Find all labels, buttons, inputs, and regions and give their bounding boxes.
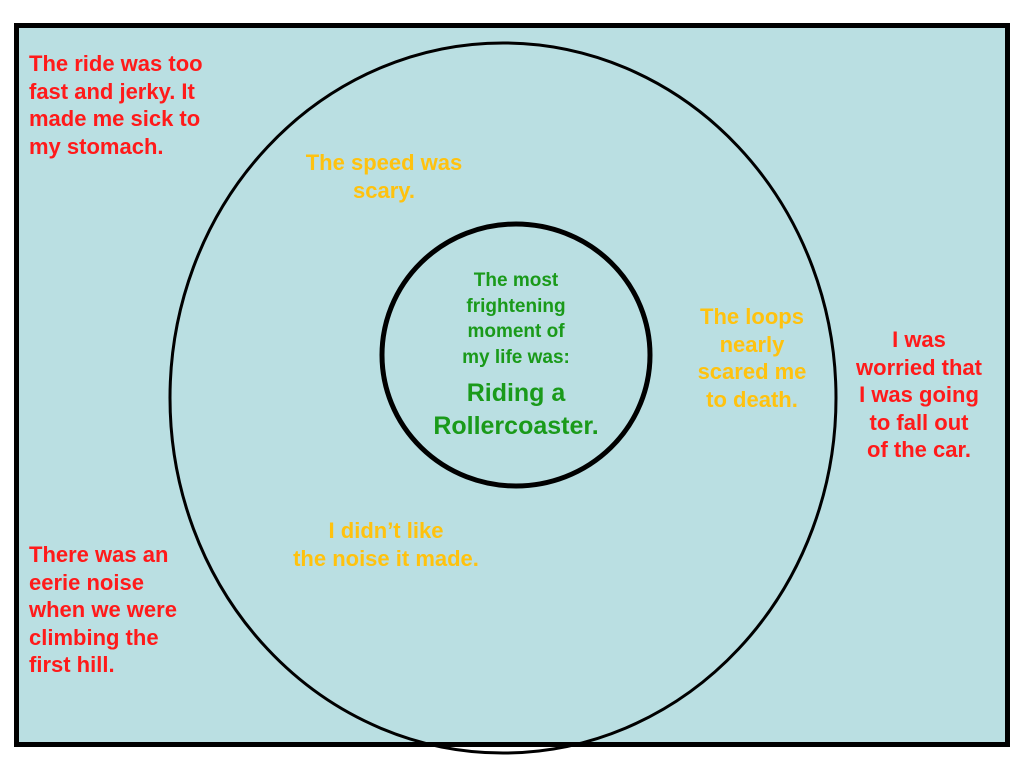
detail-line: I didn’t like: [328, 518, 444, 543]
center-prompt-line: my life was:: [462, 346, 570, 368]
detail-line: the noise it made.: [293, 545, 479, 571]
detail-line: to death.: [706, 386, 798, 412]
elaboration-line: worried that: [856, 354, 982, 380]
elaboration-line: There was an: [29, 542, 169, 567]
center-prompt-line: The most: [473, 270, 559, 291]
diagram-frame: [14, 23, 1010, 747]
detail-line: The speed was: [305, 150, 463, 175]
center-prompt-line: moment of: [467, 321, 565, 343]
elaboration-line: eerie noise: [29, 569, 144, 595]
detail-line: nearly: [719, 331, 785, 357]
elaboration-line: fast and jerky. It: [29, 78, 195, 104]
elaboration-fall-out: I was worried that I was going to fall o…: [840, 326, 998, 464]
elaboration-line: first hill.: [29, 652, 115, 677]
center-topic: Riding a Rollercoaster.: [406, 377, 626, 442]
center-prompt: The most frightening moment of my life w…: [426, 268, 606, 371]
elaboration-line: I was: [892, 327, 946, 352]
outer-circle: [168, 41, 838, 755]
detail-line: The loops: [700, 304, 804, 329]
detail-loops: The loops nearly scared me to death.: [676, 303, 828, 413]
elaboration-eerie: There was an eerie noise when we were cl…: [29, 541, 229, 679]
detail-speed: The speed was scary.: [284, 149, 484, 204]
elaboration-line: my stomach.: [29, 133, 164, 159]
inner-circle: [379, 221, 653, 489]
center-topic-line: Rollercoaster.: [433, 411, 599, 440]
elaboration-line: of the car.: [867, 437, 971, 462]
center-topic-line: Riding a: [466, 379, 566, 407]
detail-line: scary.: [353, 177, 415, 203]
elaboration-line: when we were: [29, 597, 177, 622]
elaboration-sick: The ride was too fast and jerky. It made…: [29, 50, 249, 160]
center-prompt-line: frightening: [466, 295, 566, 317]
elaboration-line: The ride was too: [29, 51, 203, 76]
elaboration-line: made me sick to: [29, 106, 201, 131]
elaboration-line: I was going: [859, 382, 979, 407]
elaboration-line: to fall out: [869, 409, 969, 435]
elaboration-line: climbing the: [29, 624, 159, 650]
detail-noise: I didn’t like the noise it made.: [266, 517, 506, 572]
detail-line: scared me: [697, 359, 807, 384]
